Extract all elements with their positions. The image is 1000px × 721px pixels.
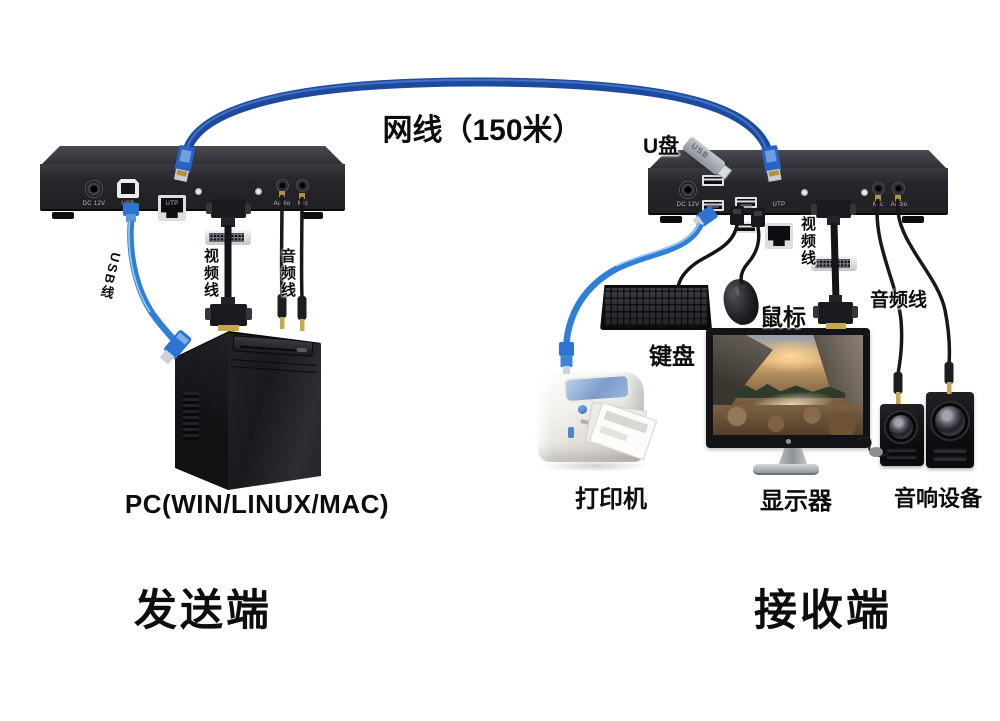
box-foot (902, 216, 924, 223)
label-print-bar (599, 425, 629, 442)
speaker-vent (886, 448, 917, 452)
pc-tower-side (175, 333, 228, 490)
dc-port-label: DC 12V (82, 201, 106, 207)
dvi-screw-left (195, 188, 202, 195)
keyboard-mouse-icon-label (740, 204, 752, 208)
mouse-label: 鼠标 (760, 304, 806, 330)
mouse-cable (739, 208, 765, 285)
video-cable-label-receiver: 视频线 (799, 216, 816, 267)
dvi-in-port (205, 230, 251, 245)
usb-port-label: USB (121, 201, 135, 207)
pc-vent (183, 392, 199, 440)
audio-jack-label: Audio (890, 202, 908, 208)
keyboard-cable (676, 206, 744, 289)
dvi-screw-right (255, 188, 262, 195)
network-cable-label: 网线（150米） (382, 114, 583, 147)
drive-bay-seam (231, 366, 317, 373)
sender-caption: 发送端 (134, 587, 272, 635)
mic-jack-sender (296, 179, 309, 192)
box-foot (301, 212, 323, 219)
speaker-driver (886, 412, 916, 442)
usb-a-port-1 (702, 175, 724, 186)
speaker-vent (933, 448, 967, 453)
utp-port-receiver (765, 223, 793, 249)
optical-drive (232, 335, 314, 357)
printer-shadow (540, 460, 650, 472)
dc-power-port-sender (85, 180, 103, 198)
pc-tower (171, 328, 327, 494)
monitor-bezel (706, 328, 870, 448)
audio-jack-sender (276, 179, 289, 192)
printer-window (563, 373, 631, 404)
speaker-left (880, 404, 924, 466)
speakers-label: 音响设备 (894, 486, 983, 511)
utp-port-label: UTP (165, 201, 179, 207)
monitor-logo (786, 439, 791, 444)
printer (536, 360, 658, 472)
monitor (704, 326, 874, 482)
sender-box-top (40, 146, 345, 166)
dvi-screw-right (861, 189, 868, 196)
usb-drive-label: U盘 (643, 135, 680, 158)
monitor-stand-neck (778, 448, 808, 466)
speaker-driver (932, 403, 968, 439)
dc-port-label: DC 12V (676, 202, 700, 208)
usb-drive-text: USB (689, 141, 711, 161)
speaker-pair (880, 388, 980, 472)
wallpaper-rocks (713, 405, 863, 435)
mouse (718, 275, 764, 329)
printer-button (578, 405, 587, 414)
monitor-label: 显示器 (760, 488, 832, 515)
keyboard-keys (604, 288, 708, 326)
keyboard-label: 键盘 (649, 343, 695, 369)
usb-b-port-sender (117, 179, 139, 198)
pc-label: PC(WIN/LINUX/MAC) (124, 489, 390, 519)
keyboard (600, 285, 712, 330)
usb-a-port-3 (735, 197, 757, 208)
printer-latch (568, 427, 574, 438)
usb-icon-label (707, 204, 719, 208)
receiver-box-face: DC 12V UTP DVI OUT Mic Audio (648, 168, 948, 271)
receiver-caption: 接收端 (754, 587, 892, 635)
printer-label: 打印机 (575, 486, 647, 513)
utp-port-sender (158, 195, 186, 221)
box-foot (52, 212, 74, 219)
monitor-screen (713, 335, 863, 435)
audio-cable-label-sender: 音频线 (279, 248, 296, 299)
receiver-extender-box: DC 12V UTP DVI OUT Mic Audio (648, 150, 948, 271)
mic-jack-label: Mic (297, 201, 309, 207)
speaker-right (926, 392, 974, 468)
dvi-in-label: DVI IN (218, 201, 238, 207)
dvi-screw-left (801, 189, 808, 196)
usb-cable-label: USB线 (97, 250, 124, 302)
pc-tower-front (228, 333, 321, 490)
speaker-vent (886, 455, 917, 459)
sender-extender-box: DC 12V USB UTP DVI IN Audio Mic (40, 146, 345, 245)
audio-jack-receiver (892, 182, 905, 195)
usb-a-port-4 (735, 222, 757, 233)
audio-cable-label-receiver: 音频线 (870, 290, 928, 311)
box-foot (660, 216, 682, 223)
video-cable-label-sender: 视频线 (202, 248, 219, 299)
dvi-out-label: DVI OUT (820, 202, 848, 208)
mouse-scroll-wheel (733, 286, 741, 297)
sender-box-face: DC 12V USB UTP DVI IN Audio Mic (40, 164, 345, 245)
dc-power-port-receiver (679, 181, 697, 199)
utp-port-label: UTP (772, 202, 786, 208)
audio-jack-label: Audio (273, 201, 291, 207)
mic-jack-label: Mic (872, 202, 884, 208)
drive-bay-seam (231, 359, 317, 366)
monitor-stand-base (753, 464, 819, 475)
speaker-vent (933, 456, 967, 461)
mic-jack-receiver (872, 182, 885, 195)
